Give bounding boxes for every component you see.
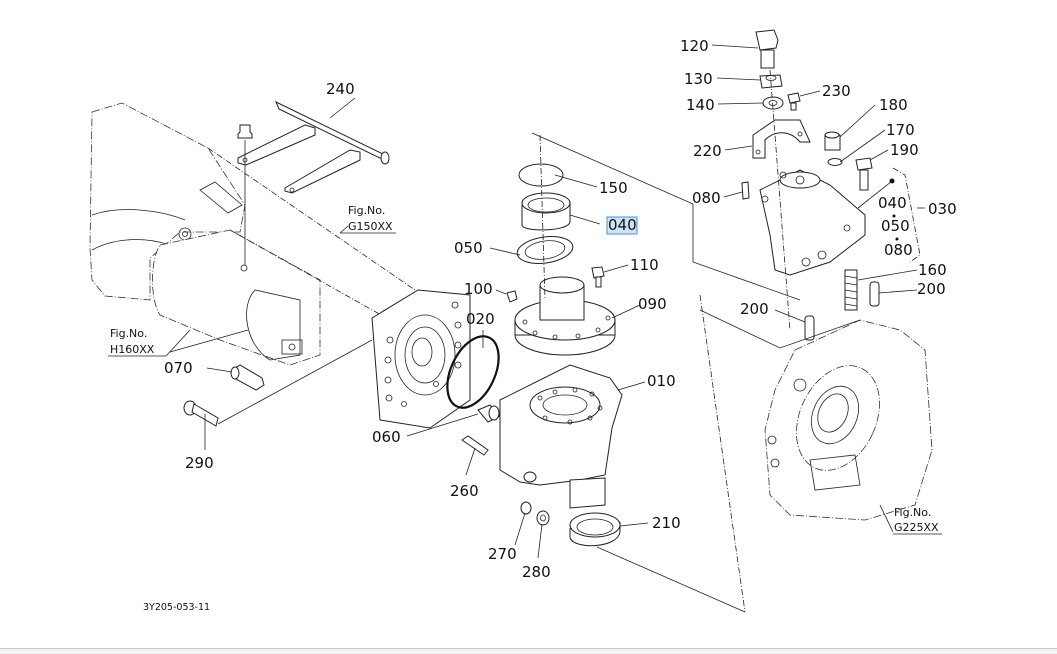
part-110-bolt — [591, 266, 605, 288]
svg-text:G150XX: G150XX — [348, 220, 393, 233]
flange-plate — [371, 289, 471, 429]
svg-text:G225XX: G225XX — [894, 521, 939, 534]
callout-200-left[interactable]: 200 — [740, 300, 769, 318]
part-120-bolt — [755, 29, 779, 69]
callout-030[interactable]: 030 — [928, 200, 957, 218]
callout-kit-080[interactable]: 080 — [884, 241, 913, 259]
fig-ref-g225xx[interactable]: Fig.No. G225XX — [893, 506, 942, 535]
callout-050[interactable]: 050 — [454, 239, 483, 257]
callout-150[interactable]: 150 — [599, 179, 628, 197]
callout-010[interactable]: 010 — [647, 372, 676, 390]
fig-ref-h160xx[interactable]: Fig.No. H160XX — [108, 327, 191, 357]
leader-lines — [169, 44, 925, 559]
callout-040-highlight — [606, 216, 638, 235]
part-240-bracket — [237, 100, 390, 265]
part-270-washer — [520, 501, 532, 515]
callout-kit-050[interactable]: 050 — [881, 217, 910, 235]
part-230-bolt — [787, 92, 801, 111]
part-030-support-assembly — [759, 169, 866, 276]
callout-090[interactable]: 090 — [638, 295, 667, 313]
callout-220[interactable]: 220 — [693, 142, 722, 160]
callout-040-selected[interactable]: 040 — [608, 216, 637, 234]
callout-080[interactable]: 080 — [692, 189, 721, 207]
callout-190[interactable]: 190 — [890, 141, 919, 159]
fig-ref-g150xx[interactable]: Fig.No. G150XX — [340, 204, 396, 234]
part-100-plug — [506, 290, 518, 303]
part-220-clamp — [752, 119, 811, 159]
part-050-seal — [516, 236, 574, 264]
callout-270[interactable]: 270 — [488, 545, 517, 563]
callout-240[interactable]: 240 — [326, 80, 355, 98]
document-code: 3Y205-053-11 — [143, 602, 210, 613]
svg-text:Fig.No.: Fig.No. — [894, 506, 931, 519]
part-200-pin-right — [869, 281, 880, 307]
part-070-fitting — [230, 364, 265, 391]
part-080-grease-fitting — [741, 181, 750, 200]
callout-060[interactable]: 060 — [372, 428, 401, 446]
bottom-border — [0, 648, 1057, 654]
callout-290[interactable]: 290 — [185, 454, 214, 472]
part-150-cap — [518, 163, 564, 187]
callout-100[interactable]: 100 — [464, 280, 493, 298]
callout-200-right[interactable]: 200 — [917, 280, 946, 298]
callout-180[interactable]: 180 — [879, 96, 908, 114]
part-040-bearing — [521, 192, 571, 231]
callout-160[interactable]: 160 — [918, 261, 947, 279]
part-190-bolt — [855, 157, 873, 191]
callout-110[interactable]: 110 — [630, 256, 659, 274]
part-260-stud — [461, 435, 489, 456]
callout-170[interactable]: 170 — [886, 121, 915, 139]
part-280-nut — [536, 510, 550, 526]
svg-text:Fig.No.: Fig.No. — [348, 204, 385, 217]
part-210-seal — [569, 512, 621, 547]
callout-020[interactable]: 020 — [466, 310, 495, 328]
part-010-housing — [499, 364, 623, 509]
part-090-cover — [514, 276, 616, 356]
svg-text:Fig.No.: Fig.No. — [110, 327, 147, 340]
part-060-sleeve — [477, 404, 501, 423]
callout-260[interactable]: 260 — [450, 482, 479, 500]
callout-210[interactable]: 210 — [652, 514, 681, 532]
part-160-spring — [844, 269, 858, 311]
callout-130[interactable]: 130 — [684, 70, 713, 88]
callout-120[interactable]: 120 — [680, 37, 709, 55]
part-180-nut — [824, 131, 841, 151]
callout-kit-040[interactable]: 040 — [878, 194, 907, 212]
callout-070[interactable]: 070 — [164, 359, 193, 377]
svg-text:H160XX: H160XX — [110, 343, 155, 356]
callout-140[interactable]: 140 — [686, 96, 715, 114]
callout-230[interactable]: 230 — [822, 82, 851, 100]
axle-housing-ghost — [89, 102, 416, 366]
callout-280[interactable]: 280 — [522, 563, 551, 581]
transmission-case-ghost — [764, 319, 933, 521]
part-020-o-ring — [446, 335, 500, 409]
part-170-washer — [827, 158, 843, 166]
part-200-pin-left — [804, 315, 815, 341]
